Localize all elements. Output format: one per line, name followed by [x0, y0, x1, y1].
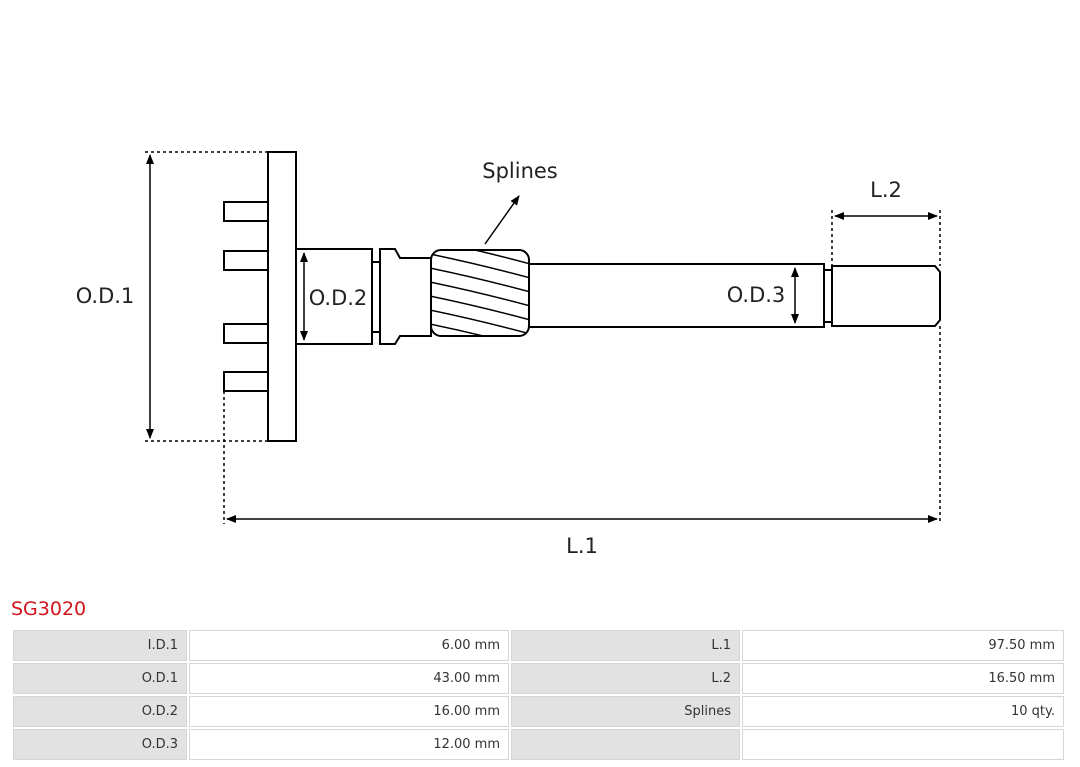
spec-label: O.D.3	[13, 729, 187, 760]
shaft-technical-drawing: O.D.1 O.D.2 Splines	[76, 151, 941, 558]
spec-value: 16.50 mm	[742, 663, 1064, 694]
hub-section	[295, 248, 432, 345]
l1-dimension: L.1	[223, 326, 941, 558]
spec-label: L.1	[511, 630, 740, 661]
spec-value: 6.00 mm	[189, 630, 509, 661]
l2-dimension: L.2	[831, 178, 941, 266]
spec-value: 16.00 mm	[189, 696, 509, 727]
flange	[223, 151, 297, 442]
splines-callout: Splines	[482, 159, 558, 245]
table-row: I.D.1 6.00 mm L.1 97.50 mm	[13, 630, 1064, 661]
spec-label: I.D.1	[13, 630, 187, 661]
spec-label: O.D.1	[13, 663, 187, 694]
table-row: O.D.3 12.00 mm	[13, 729, 1064, 760]
spec-label: L.2	[511, 663, 740, 694]
od2-dimension: O.D.2	[300, 252, 368, 341]
specifications-table: I.D.1 6.00 mm L.1 97.50 mm O.D.1 43.00 m…	[11, 628, 1066, 762]
spec-value	[742, 729, 1064, 760]
spec-value: 43.00 mm	[189, 663, 509, 694]
table-row: O.D.2 16.00 mm Splines 10 qty.	[13, 696, 1064, 727]
od2-label: O.D.2	[309, 286, 368, 310]
od1-label: O.D.1	[76, 284, 135, 308]
spec-value: 12.00 mm	[189, 729, 509, 760]
spline-gear	[430, 249, 530, 337]
spec-value: 10 qty.	[742, 696, 1064, 727]
l2-label: L.2	[870, 178, 902, 202]
spec-label	[511, 729, 740, 760]
splines-label: Splines	[482, 159, 558, 183]
spec-label: O.D.2	[13, 696, 187, 727]
od1-dimension: O.D.1	[76, 151, 268, 442]
part-number-title: SG3020	[11, 598, 87, 620]
l1-label: L.1	[566, 534, 598, 558]
od3-label: O.D.3	[727, 283, 786, 307]
od3-dimension: O.D.3	[727, 267, 799, 324]
main-shaft	[528, 263, 941, 328]
table-row: O.D.1 43.00 mm L.2 16.50 mm	[13, 663, 1064, 694]
spec-label: Splines	[511, 696, 740, 727]
spec-value: 97.50 mm	[742, 630, 1064, 661]
